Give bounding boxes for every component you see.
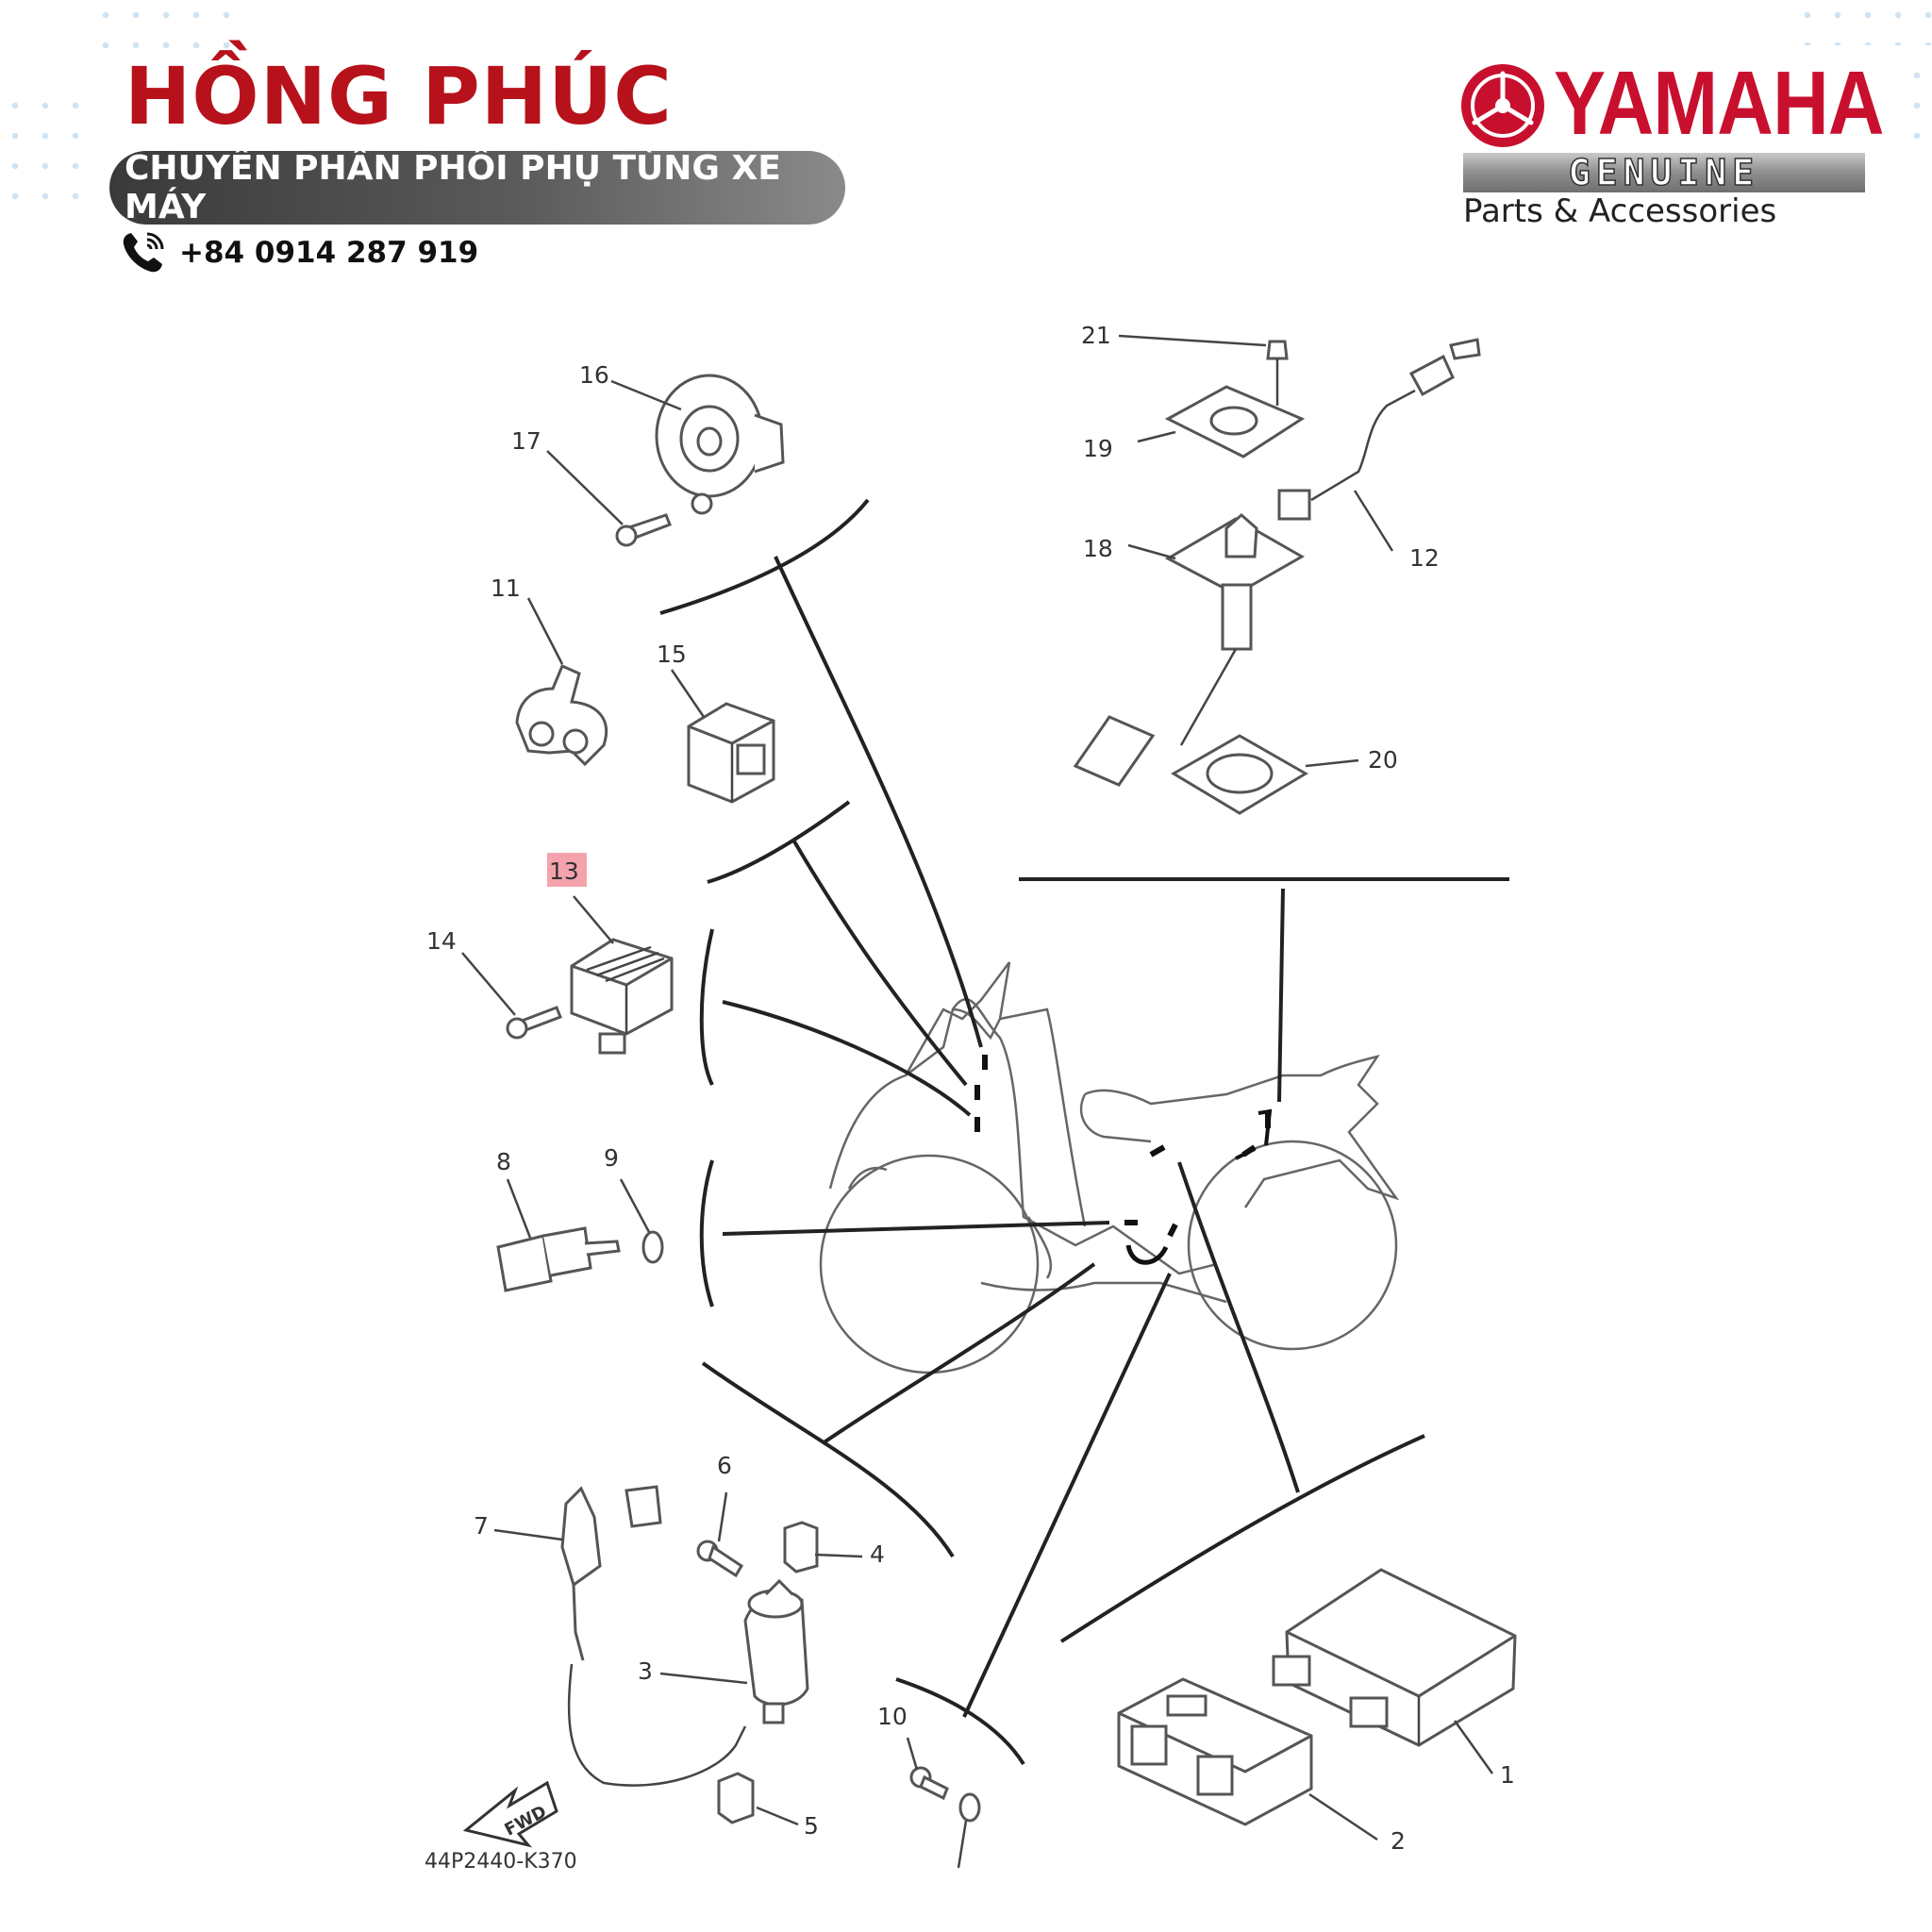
part-label-16: 16 [579,361,609,389]
part-labels: 1 2 3 4 5 6 7 8 9 10 11 12 13 14 15 16 1… [426,322,1515,1855]
part-7-plug-cap [560,1485,747,1787]
part-13-relay [570,938,674,1055]
brand-title: HỒNG PHÚC [125,50,673,142]
part-1-ecu [1272,1568,1517,1747]
part-12-lead-wire [1277,338,1481,521]
decor-dots-left [0,91,91,211]
part-label-14: 14 [426,927,457,955]
part-label-6: 6 [717,1452,732,1479]
part-label-18: 18 [1083,535,1113,562]
part-label-3: 3 [638,1657,653,1685]
part-label-5: 5 [804,1812,819,1840]
part-10-bolt-wire [909,1766,981,1869]
part-9-washer [641,1230,664,1264]
part-6-bolt [696,1540,744,1578]
genuine-text: GENUINE [1568,151,1760,194]
part-label-13: 13 [549,858,579,885]
genuine-bar: GENUINE [1463,151,1865,194]
part-label-15: 15 [657,641,687,668]
decor-dots-right [1902,60,1932,151]
highlight-part-13 [547,853,587,887]
decor-dots-top-right [1792,0,1932,45]
part-16-horn [655,374,785,515]
phone-icon [123,232,164,273]
part-20-gasket [1171,734,1308,815]
part-2-cover [1117,1677,1313,1826]
diagram-code: 44P2440-K370 [425,1850,577,1874]
part-3-ignition-coil [743,1578,809,1724]
part-label-10: 10 [877,1703,908,1730]
label-leaders [461,334,1494,1841]
part-14-screw [506,1006,562,1040]
decor-dots-top [91,0,242,60]
part-label-20: 20 [1368,746,1398,774]
part-18-fuel-sender [1073,513,1306,787]
part-label-19: 19 [1083,435,1113,462]
section-dividers [659,498,1509,1766]
part-label-7: 7 [474,1512,489,1540]
part-5-cap [717,1772,755,1824]
motorcycle-outline [819,961,1400,1374]
tagline-banner: CHUYÊN PHÂN PHỐI PHỤ TÙNG XE MÁY [109,149,845,226]
part-19-plate [1164,385,1306,458]
part-label-1: 1 [1500,1761,1515,1789]
part-label-12: 12 [1409,544,1440,572]
phone-contact[interactable]: +84 0914 287 919 [119,228,478,277]
phone-number: +84 0914 287 919 [179,236,479,270]
yamaha-tuning-fork-emblem [1461,64,1544,147]
part-label-11: 11 [491,575,521,602]
part-label-4: 4 [870,1541,885,1568]
part-11-clamp [515,664,608,767]
part-label-2: 2 [1391,1827,1406,1855]
part-label-9: 9 [604,1144,619,1172]
tagline-text: CHUYÊN PHÂN PHỐI PHỤ TÙNG XE MÁY [125,149,781,226]
location-marks [974,1055,1271,1238]
fwd-arrow: FWD [462,1780,558,1848]
part-label-17: 17 [511,427,541,455]
yamaha-wordmark: YAMAHA [1554,53,1884,154]
part-17-bolt [615,513,672,547]
part-label-21: 21 [1081,322,1111,349]
part-4-cap [783,1521,819,1574]
parts-accessories-text: Parts & Accessories [1463,192,1777,230]
yamaha-genuine-logo: YAMAHA GENUINE Parts & Accessories [1457,58,1884,238]
part-15-relay [687,702,775,804]
part-21-bolt [1266,340,1289,406]
leader-lines [722,556,1300,1718]
part-label-8: 8 [496,1148,511,1175]
part-8-sensor [496,1226,621,1292]
